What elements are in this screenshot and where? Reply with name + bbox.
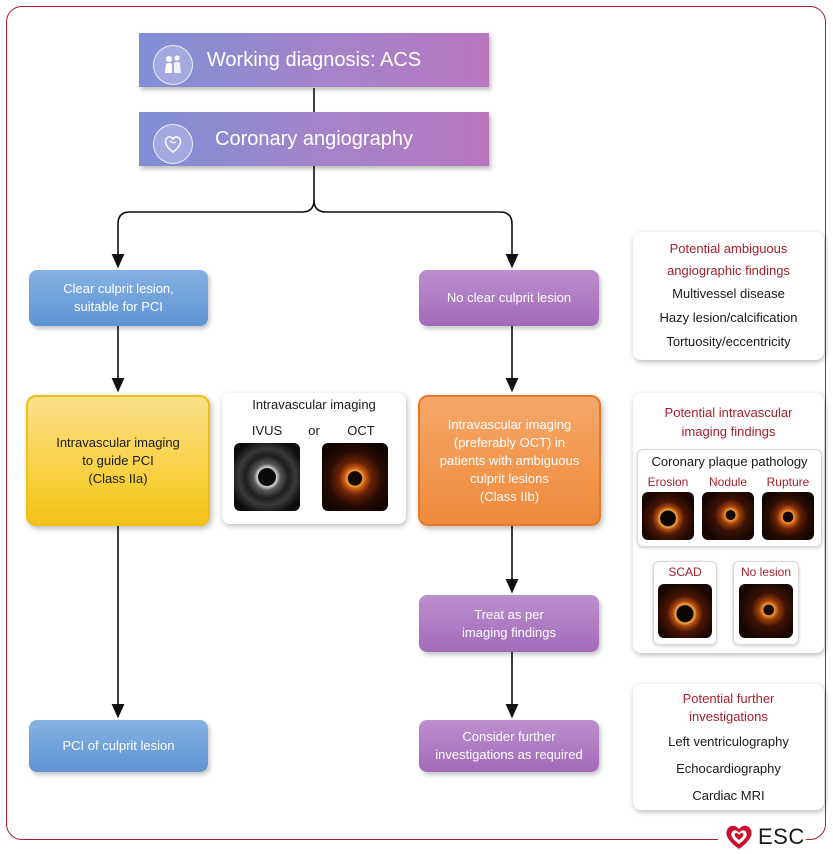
ambiguous-item: Hazy lesion/calcification [659,310,798,325]
ivus-label: IVUS [251,423,283,438]
pci-culprit-label: PCI of culprit lesion [62,738,175,753]
working-diagnosis-label: Working diagnosis: ACS [206,49,422,71]
esc-heart-icon [726,825,752,849]
heart-vessel-icon [153,124,193,164]
ambiguous-item: Multivessel disease [672,286,785,301]
patient-doctor-icon [153,45,193,85]
ambiguous-findings-title: Potential ambiguous angiographic finding… [667,241,790,278]
outer-frame [6,6,826,840]
ambiguous-findings-panel: Potential ambiguous angiographic finding… [633,232,824,360]
imaging-guide-pci-label: Intravascular imaging to guide PCI (Clas… [56,434,180,486]
further-investigations-panel: Potential further investigations Left ve… [633,684,824,810]
oct-image [322,443,388,511]
or-label: or [308,423,320,438]
clear-culprit-box: Clear culprit lesion, suitable for PCI [29,270,208,326]
consider-investigations-label: Consider further investigations as requi… [435,729,583,762]
intravascular-imaging-title: Intravascular imaging [252,397,376,412]
no-clear-culprit-label: No clear culprit lesion [446,290,572,305]
esc-logo-text: ESC [758,824,805,849]
pci-culprit-box: PCI of culprit lesion [29,720,208,772]
further-item: Cardiac MRI [692,788,765,803]
working-diagnosis-box: Working diagnosis: ACS [139,33,489,87]
nodule-image [702,492,754,540]
coronary-angiography-label: Coronary angiography [215,128,413,150]
scad-card: SCAD [653,561,717,645]
no-clear-culprit-box: No clear culprit lesion [419,270,599,326]
esc-logo: ESC [724,823,805,851]
imaging-guide-pci-box: Intravascular imaging to guide PCI (Clas… [26,395,210,526]
further-item: Echocardiography [676,761,781,776]
no-lesion-label: No lesion [740,565,792,579]
coronary-angiography-box: Coronary angiography [139,112,489,166]
no-lesion-image [739,584,793,638]
erosion-label: Erosion [647,475,689,489]
plaque-pathology-card: Coronary plaque pathology Erosion Nodule… [637,449,822,547]
clear-culprit-label: Clear culprit lesion, suitable for PCI [63,281,174,314]
intravascular-findings-title: Potential intravascular imaging findings [664,405,793,439]
plaque-pathology-title: Coronary plaque pathology [651,454,808,469]
nodule-label: Nodule [708,475,748,489]
scad-label: SCAD [668,565,702,579]
no-lesion-card: No lesion [733,561,799,645]
imaging-oct-label: Intravascular imaging (preferably OCT) i… [439,416,580,504]
further-investigations-title: Potential further investigations [682,691,775,724]
imaging-oct-box: Intravascular imaging (preferably OCT) i… [418,395,601,526]
rupture-image [762,492,814,540]
scad-image [658,584,712,638]
treat-findings-label: Treat as per imaging findings [462,606,556,640]
rupture-label: Rupture [766,475,810,489]
treat-findings-box: Treat as per imaging findings [419,595,599,652]
ambiguous-item: Tortuosity/eccentricity [666,334,791,349]
intravascular-findings-panel: Potential intravascular imaging findings… [633,393,824,653]
consider-investigations-box: Consider further investigations as requi… [419,720,599,772]
ivus-image [234,443,300,511]
oct-label: OCT [347,423,375,438]
erosion-image [642,492,694,540]
further-item: Left ventriculography [668,734,789,749]
intravascular-imaging-panel: Intravascular imaging IVUS or OCT [222,393,406,524]
